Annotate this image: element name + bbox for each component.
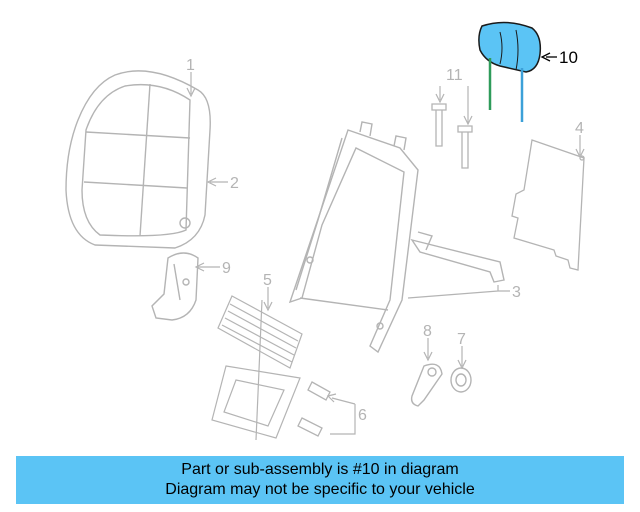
- part-10-headrest: [478, 21, 542, 122]
- part-1-seat-back-cushion: [65, 70, 211, 249]
- callout-10: 10: [559, 48, 578, 67]
- leader-line-10: [540, 52, 557, 62]
- leader-lines: [186, 72, 585, 435]
- callout-5: 5: [263, 272, 272, 289]
- info-banner: Part or sub-assembly is #10 in diagram D…: [16, 456, 624, 504]
- part-8-recliner-handle: [410, 363, 443, 407]
- part-3-seat-back-frame: [288, 121, 505, 354]
- callout-1: 1: [186, 57, 195, 74]
- part-4-back-panel: [511, 139, 585, 271]
- part-6-connectors: [297, 381, 331, 437]
- callout-8: 8: [423, 323, 432, 340]
- callout-11: 11: [446, 67, 463, 84]
- part-11-bolts: [431, 103, 473, 169]
- callout-4: 4: [575, 120, 584, 137]
- callout-6: 6: [358, 407, 367, 424]
- part-7-knob: [450, 367, 472, 393]
- callout-2: 2: [230, 175, 239, 192]
- banner-line-2: Diagram may not be specific to your vehi…: [165, 481, 475, 498]
- callout-9: 9: [222, 260, 231, 277]
- callout-3: 3: [512, 284, 521, 301]
- part-9-side-trim: [151, 252, 199, 321]
- banner-line-1: Part or sub-assembly is #10 in diagram: [181, 461, 459, 478]
- callout-7: 7: [457, 331, 466, 348]
- part-5-lumbar-mat: [211, 295, 303, 441]
